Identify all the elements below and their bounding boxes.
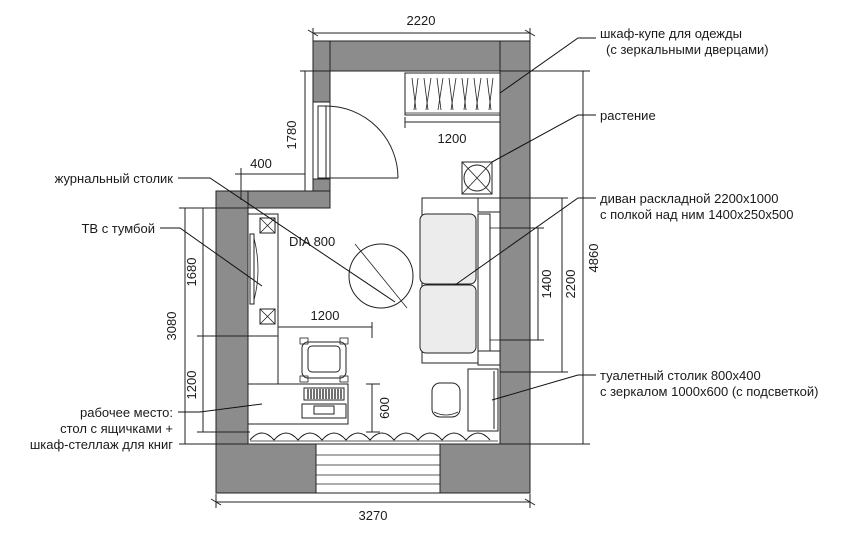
dim-bottom-width: 3270	[359, 508, 388, 523]
dim-left-upper: 1680	[184, 258, 199, 287]
dim-desk-width: 1200	[311, 308, 340, 323]
workplace	[247, 335, 349, 425]
label-vanity-1: туалетный столик 800х400	[600, 368, 761, 383]
dim-niche-width: 400	[250, 156, 272, 171]
callouts: шкаф-купе для одежды (с зеркальными двер…	[30, 26, 819, 452]
label-workplace-3: шкаф-стеллаж для книг	[30, 437, 173, 452]
label-workplace-2: стол с ящичками +	[60, 421, 173, 436]
wardrobe	[404, 72, 501, 116]
dim-desk-depth: 600	[377, 397, 392, 419]
dim-sofa-length: 1400	[539, 270, 554, 299]
label-vanity-2: с зеркалом 1000х600 (с подсветкой)	[600, 384, 819, 399]
plant	[461, 161, 493, 195]
label-coffee-table: журнальный столик	[55, 171, 174, 186]
dim-left-lower: 1200	[184, 371, 199, 400]
leader-lines	[160, 37, 596, 413]
door	[317, 105, 399, 179]
dim-total-height: 4860	[586, 244, 601, 273]
window-opening	[315, 443, 441, 494]
dim-sofa-zone: 2200	[563, 270, 578, 299]
dimension-labels: 2220 1200 1780 400 1680 3080 1200 1200 6…	[164, 13, 601, 523]
vanity-table	[431, 368, 499, 432]
label-sofa-1: диван раскладной 2200х1000	[600, 191, 778, 206]
curtains	[249, 432, 498, 442]
dim-table-diameter: DIA 800	[289, 234, 335, 249]
label-wardrobe-1: шкаф-купе для одежды	[600, 26, 742, 41]
dim-wardrobe-width: 1200	[438, 131, 467, 146]
label-tv: ТВ с тумбой	[81, 221, 155, 236]
wall-top	[312, 40, 531, 72]
label-wardrobe-2: (с зеркальными дверцами)	[606, 42, 769, 57]
tv-unit	[247, 213, 279, 337]
sofa	[419, 197, 501, 366]
label-workplace-1: рабочее место:	[80, 405, 173, 420]
dim-top-width: 2220	[407, 13, 436, 28]
dim-corridor-length: 1780	[284, 121, 299, 150]
label-sofa-2: с полкой над ним 1400х250х500	[600, 207, 794, 222]
coffee-table	[348, 243, 414, 309]
dimension-lines	[179, 28, 590, 508]
dim-left-total: 3080	[164, 312, 179, 341]
label-plant: растение	[600, 108, 656, 123]
wall-right	[499, 40, 531, 494]
